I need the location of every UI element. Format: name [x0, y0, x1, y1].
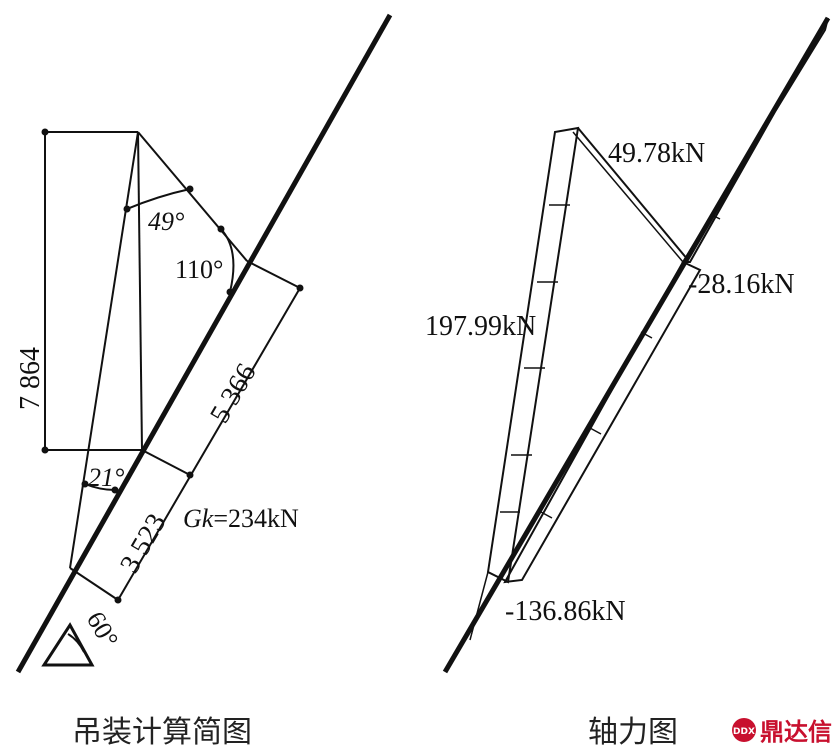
sling-left [69, 131, 139, 569]
brand-logo: DDX 鼎达信 [732, 718, 832, 746]
dim-par-tick-top [296, 284, 304, 292]
force-bottom-label: -136.86kN [505, 596, 626, 627]
force-left-label: 197.99kN [425, 311, 536, 342]
arc-21-tick-a [81, 480, 89, 488]
right-caption: 轴力图 [588, 715, 678, 750]
dim-par-tick-bottom [114, 596, 122, 604]
load-value: =234kN [213, 504, 299, 533]
sling-right [137, 131, 248, 262]
dim-ext-mid [141, 449, 191, 476]
angle-49-label: 49° [148, 207, 184, 236]
right-diagram [442, 16, 831, 674]
dim-ext-top [246, 260, 301, 289]
force-mid-label: -28.16kN [688, 269, 795, 300]
dim-par-tick-mid [186, 471, 194, 479]
compression-band-lower [503, 260, 702, 584]
arc-110-tick-b [226, 288, 234, 296]
sling-force-line [577, 127, 689, 261]
force-top-label: 49.78kN [608, 138, 705, 169]
brand-logo-text: 鼎达信 [760, 718, 832, 746]
sling-force-line-2 [572, 131, 684, 263]
arc-110 [220, 228, 235, 293]
angle-60-label: 60° [81, 607, 124, 653]
comp-div-2 [640, 331, 653, 339]
angle-110-label: 110° [175, 255, 223, 284]
compression-band-upper [681, 17, 829, 263]
angle-21-label: 21° [88, 463, 124, 492]
boom-line [15, 13, 393, 674]
left-diagram [15, 13, 393, 674]
arc-110-tick-a [217, 225, 225, 233]
vertical-cable [137, 131, 143, 451]
arc-49-tick-a [123, 205, 131, 213]
arc-60 [67, 633, 85, 653]
dim-vertical-label: 7 864 [15, 347, 46, 410]
dim-parallel-line [117, 287, 301, 601]
load-label: Gk=234kN [183, 504, 299, 533]
comp-div-4 [540, 511, 553, 519]
dim-ext-bottom [69, 567, 119, 601]
comp-div-1 [711, 214, 721, 220]
brand-logo-icon [732, 718, 756, 742]
brand-logo-badge: DDX [733, 727, 755, 737]
arc-49 [126, 188, 191, 210]
tension-band [486, 126, 580, 584]
dim-tick-top [41, 128, 49, 136]
right-labels: 49.78kN -28.16kN 197.99kN -136.86kN [425, 138, 795, 627]
comp-div-3 [589, 427, 602, 435]
left-caption: 吊装计算简图 [72, 715, 252, 750]
dim-lower-label: 3 523 [114, 508, 172, 578]
dim-tick-bottom [41, 446, 49, 454]
bottom-connector [469, 571, 489, 641]
base-triangle [41, 622, 95, 667]
arc-49-tick-b [186, 185, 194, 193]
arc-21-tick-b [111, 486, 119, 494]
dim-upper-label: 5 366 [204, 358, 262, 428]
load-symbol: Gk [183, 504, 214, 533]
